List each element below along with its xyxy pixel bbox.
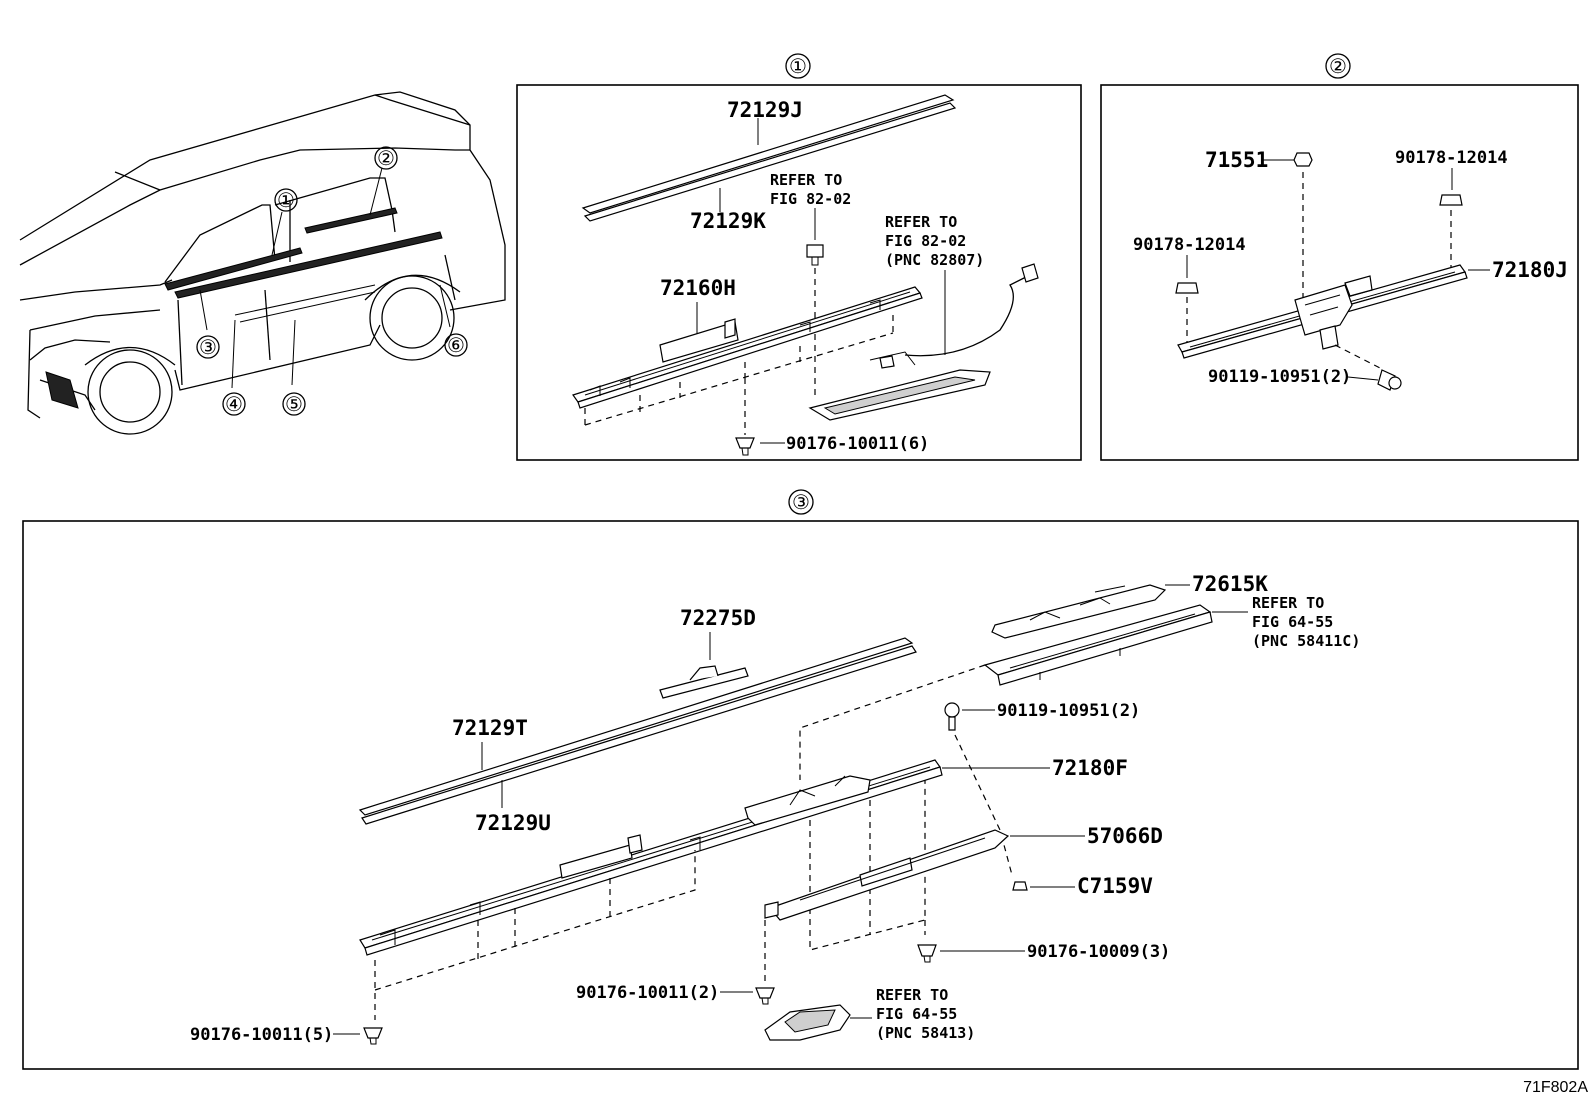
clip-icon xyxy=(755,987,775,1005)
overview-marker-1: ① xyxy=(274,188,298,212)
bolt-icon xyxy=(806,244,824,266)
overview-marker-5: ⑤ xyxy=(282,392,306,416)
label-72180j: 72180J xyxy=(1492,258,1568,282)
clip-icon xyxy=(917,944,937,963)
overview-marker-6: ⑥ xyxy=(444,333,468,357)
vehicle-overview: ① ② ③ ④ ⑤ ⑥ xyxy=(19,91,506,435)
nut-icon xyxy=(1175,282,1199,294)
ref-82-02-b-line3: (PNC 82807) xyxy=(885,251,984,269)
ref-82-02-b-line2: FIG 82-02 xyxy=(885,232,966,250)
label-90176-10009-3: 90176-10009(3) xyxy=(1027,942,1170,962)
label-72129t: 72129T xyxy=(452,716,528,740)
label-c7159v: C7159V xyxy=(1077,874,1153,898)
ref-64-55-b-line2: FIG 64-55 xyxy=(876,1005,957,1023)
part-72180j-shape xyxy=(1177,264,1468,359)
nut-icon xyxy=(1012,881,1028,891)
label-72129u: 72129U xyxy=(475,811,551,835)
nut-icon xyxy=(1439,194,1463,206)
label-72129j: 72129J xyxy=(727,98,803,122)
part-72160h-shape xyxy=(572,286,923,409)
label-90178-12014-a: 90178-12014 xyxy=(1395,148,1508,168)
part-72129j-shape xyxy=(581,94,955,214)
svg-text:①: ① xyxy=(789,56,807,78)
label-72160h: 72160H xyxy=(660,276,736,300)
part-72615k-shape xyxy=(991,584,1167,639)
section-marker-3: ③ xyxy=(788,489,814,515)
label-90176-10011-2: 90176-10011(2) xyxy=(576,983,719,1003)
label-72615k: 72615K xyxy=(1192,572,1268,596)
ref-64-55-b-line3: (PNC 58413) xyxy=(876,1024,975,1042)
ref-82-02-b-line1: REFER TO xyxy=(885,213,957,231)
label-72180f: 72180F xyxy=(1052,756,1128,780)
svg-text:⑥: ⑥ xyxy=(447,335,465,357)
garnish-bracket-shape xyxy=(983,604,1213,686)
overview-marker-3: ③ xyxy=(196,335,220,359)
courtesy-lamp-shape xyxy=(808,263,1039,421)
panel-3: ③ 72615K REFER TO FIG 64-55 (PNC 58411C)… xyxy=(22,489,1579,1070)
figure-code: 71F802A xyxy=(1523,1079,1588,1096)
part-72180f-shape xyxy=(359,759,943,956)
panel-3-frame xyxy=(22,520,1579,1070)
svg-text:⑤: ⑤ xyxy=(285,394,303,416)
part-72275d-shape xyxy=(659,665,749,699)
label-90119-10951-2-b: 90119-10951(2) xyxy=(997,701,1140,721)
label-90178-12014-b: 90178-12014 xyxy=(1133,235,1246,255)
svg-text:②: ② xyxy=(377,148,395,170)
ref-64-55-a-line1: REFER TO xyxy=(1252,594,1324,612)
panel-2: ② 71551 90178-12014 90178-12014 xyxy=(1100,53,1579,461)
ref-64-55-a-line2: FIG 64-55 xyxy=(1252,613,1333,631)
overview-marker-2: ② xyxy=(374,146,398,170)
part-57066d-shape xyxy=(764,829,1010,921)
ref-82-02-a-line2: FIG 82-02 xyxy=(770,190,851,208)
svg-text:①: ① xyxy=(277,190,295,212)
label-90176-10011-6: 90176-10011(6) xyxy=(786,434,929,454)
part-58413-shape xyxy=(764,1004,851,1041)
label-90176-10011-5: 90176-10011(5) xyxy=(190,1025,333,1045)
clip-icon xyxy=(735,437,755,456)
svg-text:③: ③ xyxy=(792,492,810,514)
bolt-icon xyxy=(944,702,960,731)
bolt-icon xyxy=(1377,369,1402,391)
nut-icon xyxy=(1293,152,1313,167)
section-marker-2: ② xyxy=(1325,53,1351,79)
label-71551: 71551 xyxy=(1205,148,1268,172)
panel-2-frame xyxy=(1100,84,1579,461)
label-90119-10951-2-a: 90119-10951(2) xyxy=(1208,367,1351,387)
svg-text:②: ② xyxy=(1329,56,1347,78)
panel-1-frame xyxy=(516,84,1082,461)
section-marker-1: ① xyxy=(785,53,811,79)
label-57066d: 57066D xyxy=(1087,824,1163,848)
ref-82-02-a-line1: REFER TO xyxy=(770,171,842,189)
svg-text:③: ③ xyxy=(199,337,217,359)
label-72129k: 72129K xyxy=(690,209,766,233)
ref-64-55-a-line3: (PNC 58411C) xyxy=(1252,632,1360,650)
overview-marker-4: ④ xyxy=(222,392,246,416)
panel-1: ① 72129J 72129K REFER TO FIG 82-02 REFER… xyxy=(516,53,1082,461)
part-72129t-shape xyxy=(358,637,917,825)
svg-text:④: ④ xyxy=(225,394,243,416)
ref-64-55-b-line1: REFER TO xyxy=(876,986,948,1004)
label-72275d: 72275D xyxy=(680,606,756,630)
clip-icon xyxy=(363,1027,383,1045)
